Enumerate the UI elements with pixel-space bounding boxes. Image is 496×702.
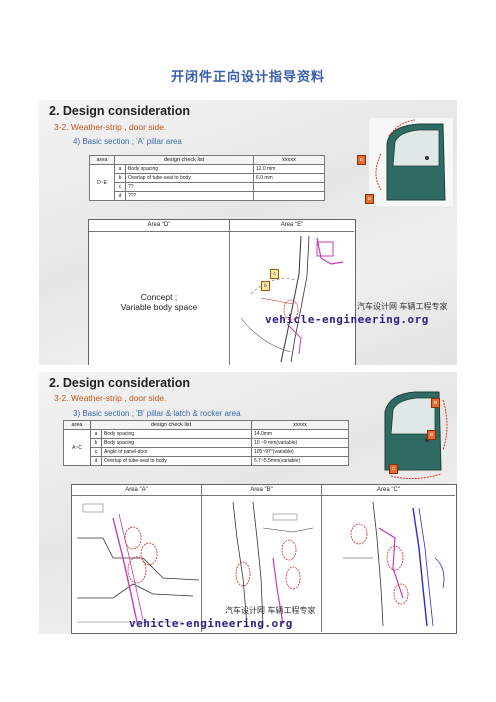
table-row: c ?? [90, 182, 325, 192]
area-a-title: Area "A" [125, 487, 148, 493]
door-tag-c: C [389, 464, 398, 474]
area-c-title: Area "C" [377, 487, 400, 493]
area-b-section-drawing [232, 501, 314, 627]
slide-a-pillar: 2. Design consideration 3-2. Weather-str… [39, 100, 457, 365]
design-check-table: area design check list xxxxx D~E a Body … [89, 155, 325, 201]
table-row: d Overlap of tube-seal to body 5.7~5.5mm… [64, 456, 349, 466]
watermark-cn: 汽车设计网 车辆工程专家 [357, 302, 448, 311]
table-row: d ??? [90, 191, 325, 201]
area-diagram-panel [71, 484, 457, 634]
header-check-list: design check list [90, 420, 252, 430]
door-tag-b-lower: B [427, 430, 436, 440]
header-value: xxxxx [251, 420, 349, 430]
slide-subheading: 3-2. Weather-strip , door side. [54, 393, 167, 403]
table-row: A~C a Body spacing 14.0mm [63, 429, 349, 466]
document-title: 开闭件正向设计指导资料 [170, 70, 325, 85]
panel-header-divider [89, 231, 354, 232]
panel-divider [201, 485, 202, 632]
door-tag-e: E [357, 155, 366, 165]
watermark-en: vehicle-engineering.org [129, 617, 293, 630]
area-c-section-drawing [343, 501, 445, 627]
section-title: 4) Basic section ; 'A' pillar area [73, 137, 182, 146]
area-d-title: Area "D" [147, 222, 171, 228]
area-cell: D~E [89, 164, 115, 201]
area-b-title: Area "B" [250, 487, 273, 493]
table-row: D~E a Body spacing 12.0 mm [89, 164, 325, 201]
door-tag-d: D [365, 194, 374, 204]
table-row: c Angle of panel-door 105~97°(variable) [64, 447, 349, 457]
area-e-section-drawing [240, 235, 344, 363]
door-outline-diagram [369, 118, 453, 206]
design-check-table: area design check list xxxxx A~C a Body … [63, 420, 349, 466]
watermark-cn: 汽车设计网 车辆工程专家 [225, 606, 316, 615]
area-cell: A~C [63, 429, 91, 466]
diagram-tag-c: c [270, 269, 279, 279]
header-value: xxxxx [253, 155, 325, 165]
area-e-title: Area "E" [280, 222, 304, 228]
table-row: b Body spacing 10 ~9 mm(variable) [64, 438, 349, 448]
slide-subheading: 3-2. Weather-strip , door side. [54, 122, 167, 132]
slide-heading: 2. Design consideration [49, 104, 191, 118]
header-area: area [89, 155, 115, 165]
slide-b-pillar: 2. Design consideration 3-2. Weather-str… [39, 372, 457, 634]
diagram-tag-b: b [261, 281, 270, 291]
section-title: 3) Basic section ; 'B' pillar & latch & … [73, 409, 241, 418]
door-outline-diagram [384, 391, 448, 480]
header-area: area [63, 420, 91, 430]
door-tag-b-upper: B [431, 398, 440, 408]
panel-divider [229, 220, 230, 365]
area-a-section-drawing [77, 503, 200, 623]
watermark-en: vehicle-engineering.org [265, 313, 429, 326]
panel-header-divider [72, 495, 455, 496]
area-diagram-panel [88, 219, 356, 365]
concept-note: Concept ; Variable body space [120, 292, 198, 312]
slide-heading: 2. Design consideration [49, 376, 191, 390]
panel-divider [321, 485, 322, 632]
header-check-list: design check list [114, 155, 254, 165]
table-row: b Overlap of tube-seal to body 6.0 mm [90, 173, 325, 183]
